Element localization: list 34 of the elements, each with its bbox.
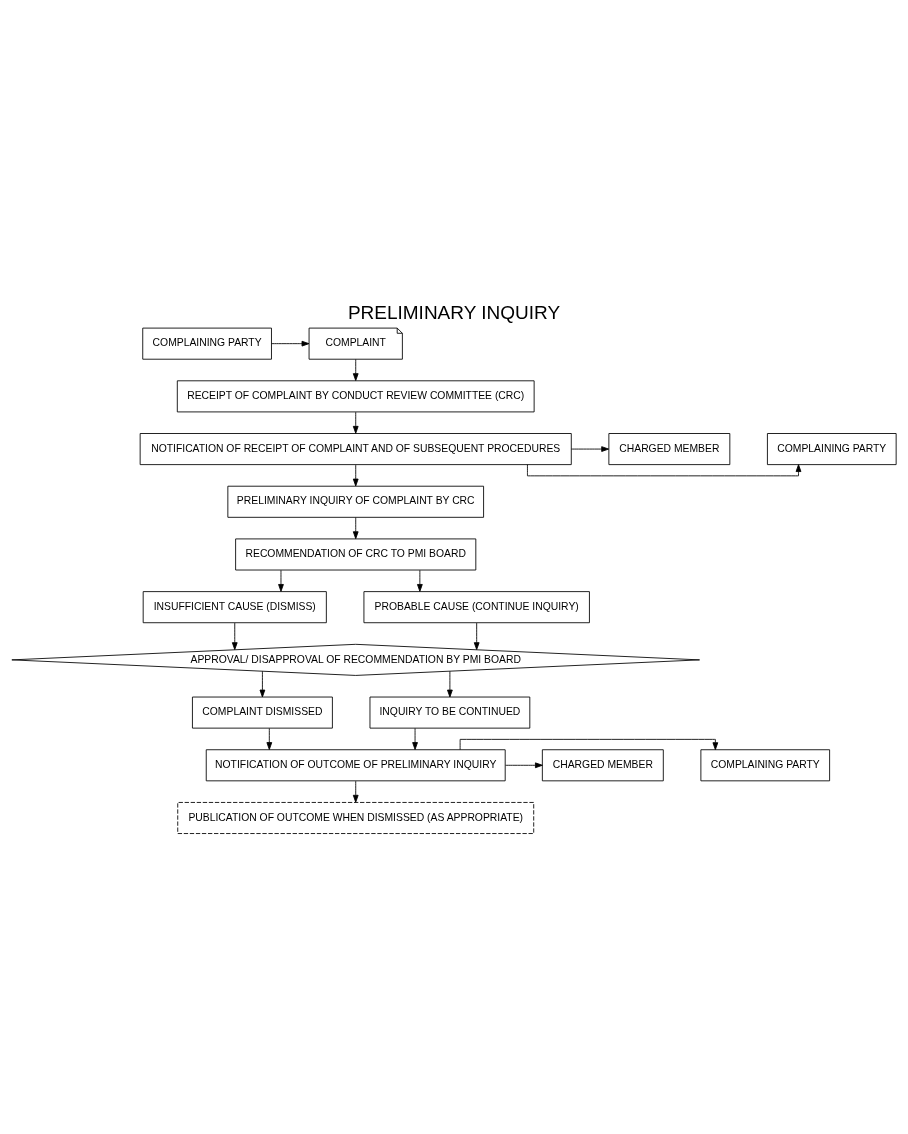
arrow [473, 622, 480, 650]
arrow [352, 359, 359, 381]
node-box: CHARGED MEMBER [541, 749, 664, 782]
node-box: PROBABLE CAUSE (CONTINUE INQUIRY) [363, 591, 590, 624]
node-box: COMPLAINT DISMISSED [192, 696, 333, 729]
node-box: INSUFFICIENT CAUSE (DISMISS) [142, 591, 327, 624]
arrow [571, 446, 610, 452]
arrow [352, 464, 359, 487]
arrow [352, 411, 359, 434]
arrow [527, 464, 802, 477]
node-box: PUBLICATION OF OUTCOME WHEN DISMISSED (AS APPROPRIATE) [177, 802, 535, 834]
node-box: INQUIRY TO BE CONTINUED [369, 696, 531, 729]
arrow [459, 738, 719, 751]
arrow [447, 670, 453, 698]
arrow [417, 569, 423, 592]
node-box: COMPLAINING PARTY [142, 327, 272, 360]
diagram-title: PRELIMINARY INQUIRY [347, 302, 561, 324]
arrow [278, 569, 284, 592]
node-box: COMPLAINING PARTY [767, 433, 897, 466]
node-box: RECEIPT OF COMPLAINT BY CONDUCT REVIEW COMMITTEE (CRC) [176, 380, 535, 413]
arrow [352, 780, 359, 803]
arrow [412, 727, 418, 750]
arrow [266, 727, 273, 750]
arrow [505, 762, 543, 769]
node-box: PRELIMINARY INQUIRY OF COMPLAINT BY CRC [227, 485, 484, 518]
node-box: NOTIFICATION OF RECEIPT OF COMPLAINT AND OF SUBSEQUENT PROCEDURES [139, 433, 572, 466]
node-box: RECOMMENDATION OF CRC TO PMI BOARD [235, 538, 477, 571]
arrow [271, 340, 310, 347]
node-box: COMPLAINING PARTY [700, 749, 831, 782]
arrow [352, 517, 359, 540]
arrow [231, 622, 238, 650]
node-box: NOTIFICATION OF OUTCOME OF PRELIMINARY INQUIRY [205, 749, 506, 782]
node-box: CHARGED MEMBER [608, 433, 731, 466]
arrow [259, 670, 266, 698]
